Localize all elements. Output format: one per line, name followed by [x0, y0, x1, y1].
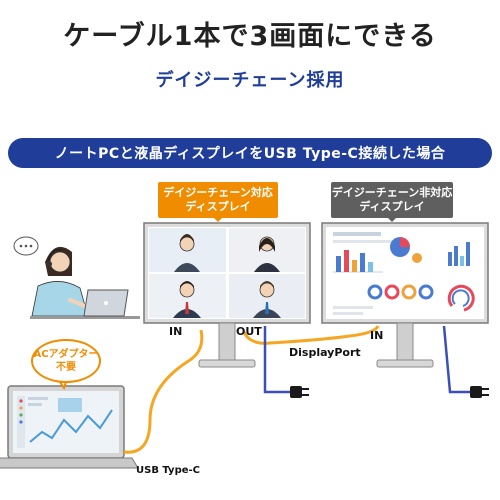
- power-cable-left: [263, 326, 290, 394]
- headline: ケーブル1本で3画面にできる: [63, 21, 437, 52]
- tag-unsupported-line2: ディスプレイ: [359, 200, 425, 213]
- tag-unsupported-pointer: [384, 214, 400, 222]
- port-label-in-left: IN: [169, 325, 183, 338]
- video-participant-icon: [253, 281, 281, 318]
- tag-supported-line1: デイジーチェーン対応: [163, 186, 273, 199]
- usb-type-c-cable: [123, 329, 204, 454]
- monitor-non-daisy-chain: [321, 222, 489, 368]
- tag-daisy-chain-unsupported: デイジーチェーン非対応 ディスプレイ: [331, 182, 453, 218]
- power-cable-right: [442, 325, 470, 394]
- gauge-icon: [447, 284, 475, 312]
- cable-label-displayport: DisplayPort: [289, 346, 361, 359]
- tag-supported-pointer: [210, 214, 226, 222]
- scenario-banner: ノートPCと液晶ディスプレイをUSB Type-C接続した場合: [8, 138, 492, 168]
- tag-supported-line2: ディスプレイ: [185, 200, 251, 213]
- port-label-out: OUT: [236, 325, 262, 338]
- cable-label-usb-type-c: USB Type-C: [136, 465, 201, 476]
- video-participant-icon: [173, 281, 201, 318]
- callout-line2: 不要: [56, 362, 76, 373]
- bar-chart-icon: [333, 250, 383, 273]
- callout-line1: ACアダプター: [33, 349, 99, 360]
- laptop-pc: [0, 385, 139, 469]
- donut-charts-icon: [367, 284, 434, 300]
- displayport-cable: [242, 325, 380, 345]
- power-plug-icon: [470, 386, 489, 398]
- column-chart-icon: [448, 242, 470, 266]
- pie-chart-icon: [390, 237, 422, 263]
- tag-daisy-chain-supported: デイジーチェーン対応 ディスプレイ: [158, 182, 278, 218]
- line-chart-icon: [29, 409, 113, 443]
- video-participant-icon: [174, 234, 200, 272]
- user-at-laptop-illustration: [13, 236, 140, 319]
- tag-unsupported-line1: デイジーチェーン非対応: [331, 186, 453, 199]
- port-label-in-right: IN: [370, 329, 384, 342]
- video-participant-icon: [254, 236, 280, 272]
- power-plug-icon: [290, 386, 309, 398]
- monitor-daisy-chain: [143, 222, 311, 368]
- subheadline: デイジーチェーン採用: [155, 70, 345, 91]
- no-ac-adapter-callout: ACアダプター 不要: [31, 339, 101, 383]
